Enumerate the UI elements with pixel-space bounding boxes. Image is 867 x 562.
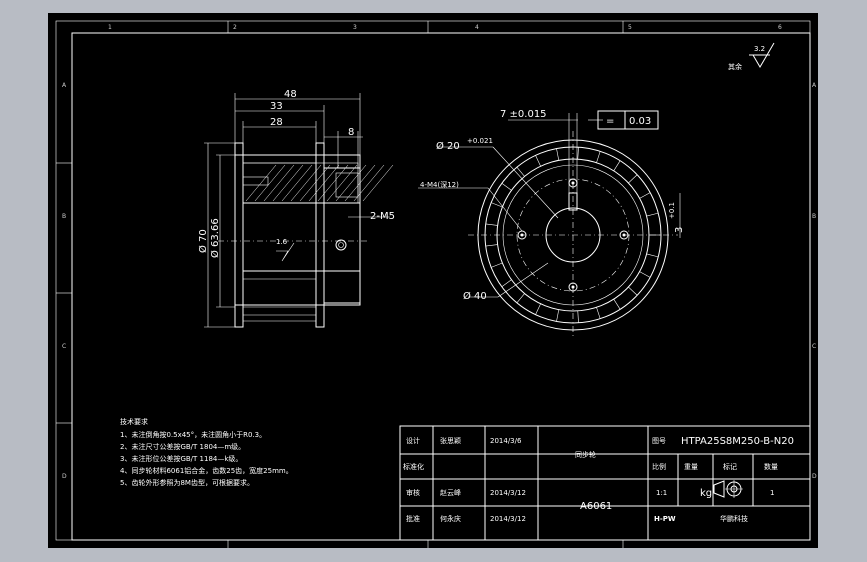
dim-d6366: Ø 63.66 (209, 218, 221, 258)
zone-col-3: 3 (353, 24, 357, 31)
roughness-label: 其余 (728, 62, 742, 71)
date-approve: 2014/3/12 (490, 515, 526, 523)
weight-unit: kg (700, 488, 712, 499)
date-design: 2014/3/6 (490, 437, 522, 445)
zone-row-c-left: C (62, 343, 66, 350)
qty-value: 1 (770, 489, 774, 497)
zone-row-b-right: B (812, 213, 816, 220)
front-dimensions: 7 ±0.015 = 0.03 Ø 20 +0.021 4-M4(深12) Ø … (418, 109, 685, 302)
zone-row-a-left: A (62, 82, 67, 89)
scale-label: 比例 (652, 462, 666, 471)
material: A6061 (580, 501, 612, 512)
tech-item: 5、齿轮外形参照为8M齿型，可根据要求。 (120, 478, 254, 487)
scale-value: 1:1 (656, 489, 667, 497)
tech-item: 4、同步轮材料6061铝合金，齿数25齿，宽度25mm。 (120, 466, 293, 475)
front-circular-view (468, 131, 678, 339)
role-standard: 标准化 (403, 462, 424, 471)
dim-d70: Ø 70 (197, 229, 209, 253)
name-review: 赵云峰 (440, 488, 461, 497)
title-block: 设计 张思颖 2014/3/6 标准化 审核 赵云峰 2014/3/12 批准 … (399, 425, 811, 541)
roughness-value: 3.2 (754, 45, 765, 53)
dim-48: 48 (284, 89, 297, 100)
zone-col-4: 4 (475, 24, 479, 31)
dim-key-width: 7 ±0.015 (500, 109, 547, 120)
weight-label: 重量 (684, 463, 698, 471)
zone-ticks (56, 21, 624, 548)
rough-16: 1.6 (276, 238, 288, 246)
drawing-number: HTPA25S8M250-B-N20 (681, 436, 794, 447)
role-approve: 批准 (406, 514, 420, 523)
name-design: 张思颖 (440, 436, 461, 445)
dim-4m4: 4-M4(深12) (420, 180, 459, 189)
company-name: 华鹏科技 (720, 514, 748, 523)
tol-symbol: = (606, 116, 614, 127)
company-logo: H-PW (654, 515, 676, 523)
inner-border (71, 32, 811, 541)
dim-d20: Ø 20 (436, 140, 460, 152)
drawing-no-label: 图号 (652, 437, 666, 445)
drawing-sheet: 1 2 3 4 5 6 A B C D A B C D 其余 3.2 (48, 13, 818, 548)
zone-row-c-right: C (812, 343, 816, 350)
zone-col-1: 1 (108, 24, 112, 31)
role-design: 设计 (406, 436, 420, 445)
roughness-symbol: 其余 3.2 (728, 42, 775, 71)
tech-item: 2、未注尺寸公差按GB/T 1804—m级。 (120, 442, 245, 451)
tech-item: 3、未注形位公差按GB/T 1184—k级。 (120, 454, 242, 463)
side-dimensions: 48 33 28 8 2-M5 Ø 70 Ø 63.66 (197, 89, 395, 328)
tolerance-frame (597, 110, 659, 130)
qty-label: 数量 (764, 462, 778, 471)
dim-28: 28 (270, 117, 283, 128)
tech-title: 技术要求 (120, 417, 148, 426)
zone-row-d-left: D (62, 473, 67, 480)
role-review: 审核 (406, 488, 420, 497)
zone-row-b-left: B (62, 213, 66, 220)
dim-33: 33 (270, 101, 283, 112)
zone-col-6: 6 (778, 24, 782, 31)
mark-label: 标记 (723, 462, 737, 471)
dim-d40: Ø 40 (463, 290, 487, 302)
tol-value: 0.03 (629, 116, 651, 127)
tech-item: 1、未注倒角按0.5x45°，未注圆角小于R0.3。 (120, 430, 266, 439)
dim-8: 8 (348, 127, 354, 138)
dim-d20-tol: +0.021 (467, 137, 493, 145)
part-name: 同步轮 (575, 450, 596, 459)
dim-2m5: 2-M5 (370, 211, 395, 222)
side-section-view: 1.6 (218, 142, 394, 328)
date-review: 2014/3/12 (490, 489, 526, 497)
zone-row-a-right: A (812, 82, 817, 89)
zone-col-2: 2 (233, 24, 237, 31)
name-approve: 何永庆 (440, 514, 461, 523)
zone-row-d-right: D (812, 473, 817, 480)
technical-requirements: 技术要求 1、未注倒角按0.5x45°，未注圆角小于R0.3。 2、未注尺寸公差… (120, 417, 293, 487)
projection-symbol-icon (713, 480, 743, 498)
zone-col-5: 5 (628, 24, 632, 31)
engineering-drawing: 1 2 3 4 5 6 A B C D A B C D 其余 3.2 (55, 20, 817, 548)
dim-3-tol: +0.1 (668, 202, 676, 219)
dim-3: 3 (674, 227, 685, 233)
